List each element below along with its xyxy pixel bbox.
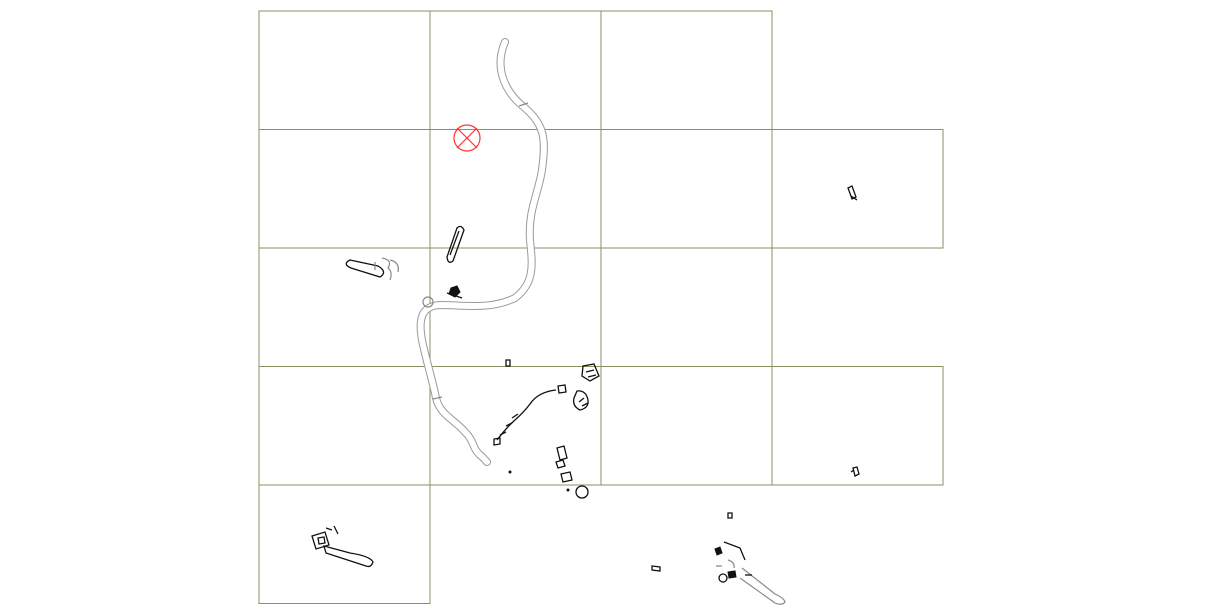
grid-cell-r3-c2 bbox=[600, 366, 773, 486]
grid-cell-r3-c3 bbox=[771, 366, 944, 486]
map-feature-elongated-north[interactable] bbox=[446, 225, 465, 263]
grid-cell-r3-c0 bbox=[258, 366, 431, 486]
grid-cell-r0-c1 bbox=[429, 10, 602, 130]
grid-cell-r1-c3 bbox=[771, 129, 944, 249]
grid-cell-r0-c2 bbox=[600, 10, 773, 130]
map-feature-site-complex[interactable] bbox=[493, 359, 600, 474]
map-feature-southeast-cluster[interactable] bbox=[651, 512, 786, 605]
grid-cell-r1-c0 bbox=[258, 129, 431, 249]
river-channel bbox=[416, 38, 548, 466]
map-feature-east-small[interactable] bbox=[850, 466, 860, 477]
grid-cell-r0-c0 bbox=[258, 10, 431, 130]
map-feature-upper-right[interactable] bbox=[847, 185, 858, 201]
map-feature-elongated-west[interactable] bbox=[345, 257, 399, 281]
map-sheet-grid bbox=[258, 10, 944, 604]
grid-cell-r2-c2 bbox=[600, 247, 773, 367]
map-feature-road-south[interactable] bbox=[555, 445, 589, 499]
grid-cell-r4-c0 bbox=[258, 484, 431, 604]
grid-cell-r2-c0 bbox=[258, 247, 431, 367]
crosshair-circle-icon[interactable] bbox=[453, 124, 481, 152]
map-feature-small-building[interactable] bbox=[446, 285, 463, 299]
grid-cell-r1-c2 bbox=[600, 129, 773, 249]
map-feature-southwest-pier[interactable] bbox=[311, 525, 374, 568]
